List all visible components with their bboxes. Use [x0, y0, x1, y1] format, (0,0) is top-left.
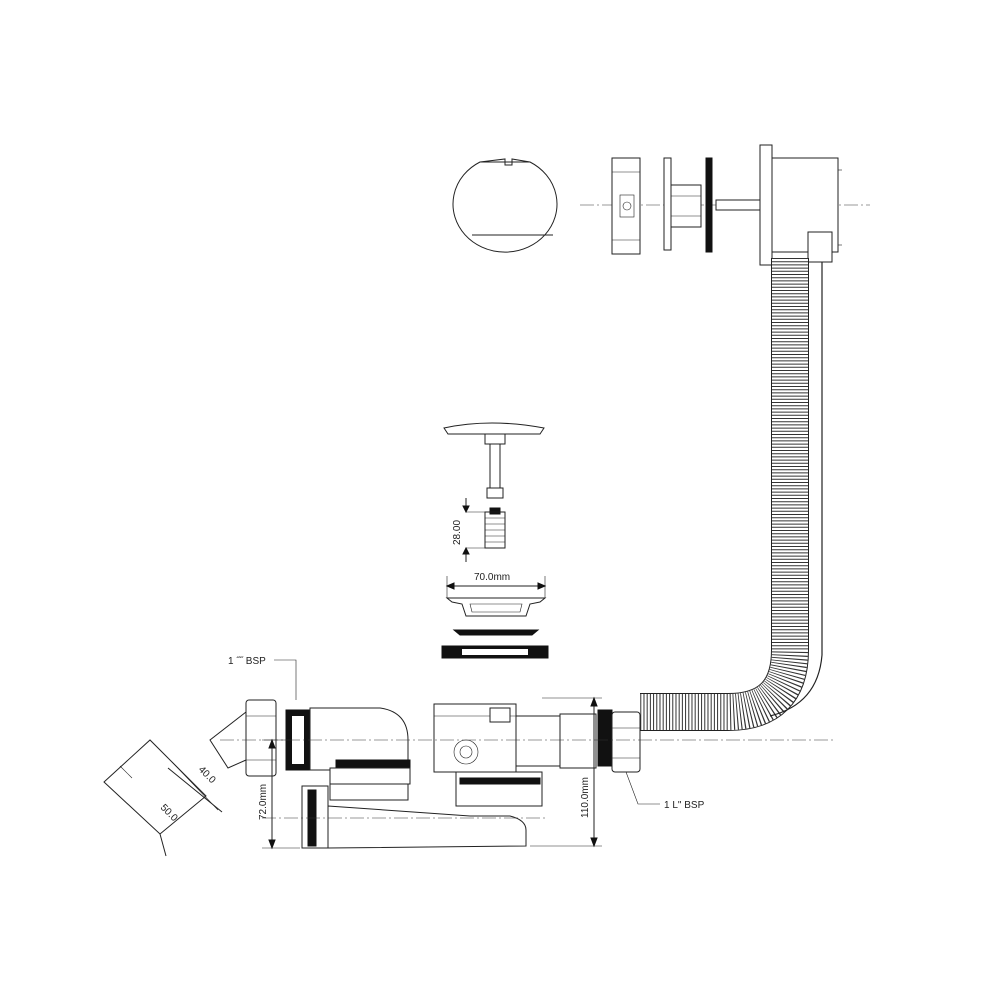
- flange-seal: [441, 645, 549, 659]
- outlet-height-dimension: 72.0mm: [258, 738, 300, 850]
- plug-height-label: 28.00: [452, 520, 463, 545]
- angled-width-label: 40.0: [196, 764, 218, 786]
- flange-washer: [452, 629, 540, 636]
- waste-flange: [445, 597, 547, 617]
- flexible-hose: [640, 258, 823, 731]
- overflow-spindle: [715, 199, 761, 211]
- overflow-flange: [663, 157, 702, 251]
- outlet-connector: [515, 709, 641, 773]
- outlet-label-group: 1 L" BSP: [625, 771, 705, 811]
- overflow-nut: [611, 157, 641, 255]
- angled-inlet: [103, 710, 247, 857]
- plug-assembly: [443, 422, 545, 499]
- outlet-thread-label: 1 L" BSP: [664, 800, 705, 811]
- plug-spring-bolt: [484, 507, 506, 549]
- trap-body: [433, 703, 543, 807]
- inlet-label-group: 1 ˝˝ BSP: [228, 655, 297, 700]
- trap-height-label: 110.0mm: [580, 777, 591, 818]
- overflow-seal: [705, 157, 713, 253]
- plug-height-dimension: 28.00: [452, 498, 505, 562]
- overflow-cover-plate: [452, 158, 558, 253]
- trap-height-dimension: 110.0mm: [530, 696, 602, 848]
- overflow-body: [759, 144, 842, 266]
- flange-width-dimension: 70.0mm: [445, 572, 547, 598]
- inlet-pipe: [309, 707, 411, 801]
- flange-width-label: 70.0mm: [474, 572, 510, 583]
- inlet-nut: [245, 699, 311, 777]
- inlet-thread-label: 1 ˝˝ BSP: [228, 655, 266, 667]
- outlet-height-label: 72.0mm: [258, 784, 269, 820]
